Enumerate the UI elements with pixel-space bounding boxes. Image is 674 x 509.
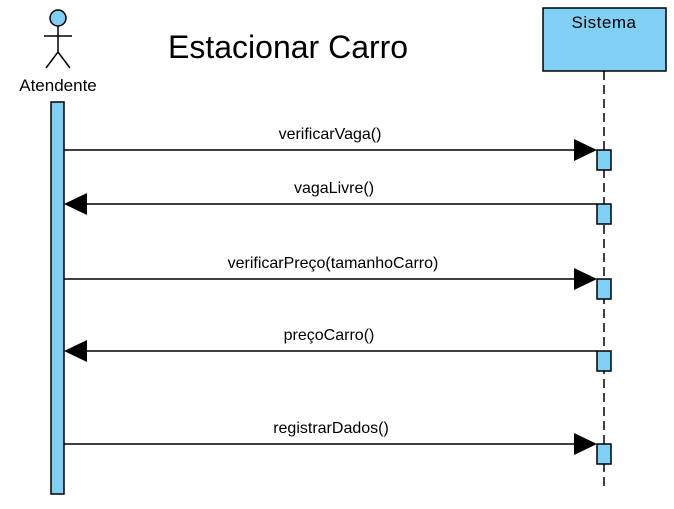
message-label: vagaLivre() (294, 180, 374, 197)
sistema-activation-bar (596, 149, 612, 171)
message-arrow (64, 340, 597, 362)
stick-figure-icon (44, 9, 72, 69)
actor-activation-bar (50, 101, 65, 495)
actor-label: Atendente (19, 76, 97, 95)
message-arrow (64, 268, 597, 290)
message-label: verificarPreço(tamanhoCarro) (228, 255, 439, 272)
message-arrow (64, 433, 597, 455)
actor-head (49, 9, 67, 27)
sistema-object-box (542, 7, 667, 72)
message-label: preçoCarro() (284, 327, 375, 344)
message-arrow (64, 193, 597, 215)
sistema-activation-bar (596, 443, 612, 465)
sistema-activation-bar (596, 350, 612, 372)
message-arrow (64, 139, 597, 161)
diagram-title: Estacionar Carro (168, 29, 408, 65)
message-label: registrarDados() (273, 420, 389, 437)
sistema-activation-bar (596, 203, 612, 225)
message-label: verificarVaga() (279, 126, 382, 143)
sistema-object-label: Sistema (572, 13, 637, 32)
sistema-activation-bar (596, 278, 612, 300)
